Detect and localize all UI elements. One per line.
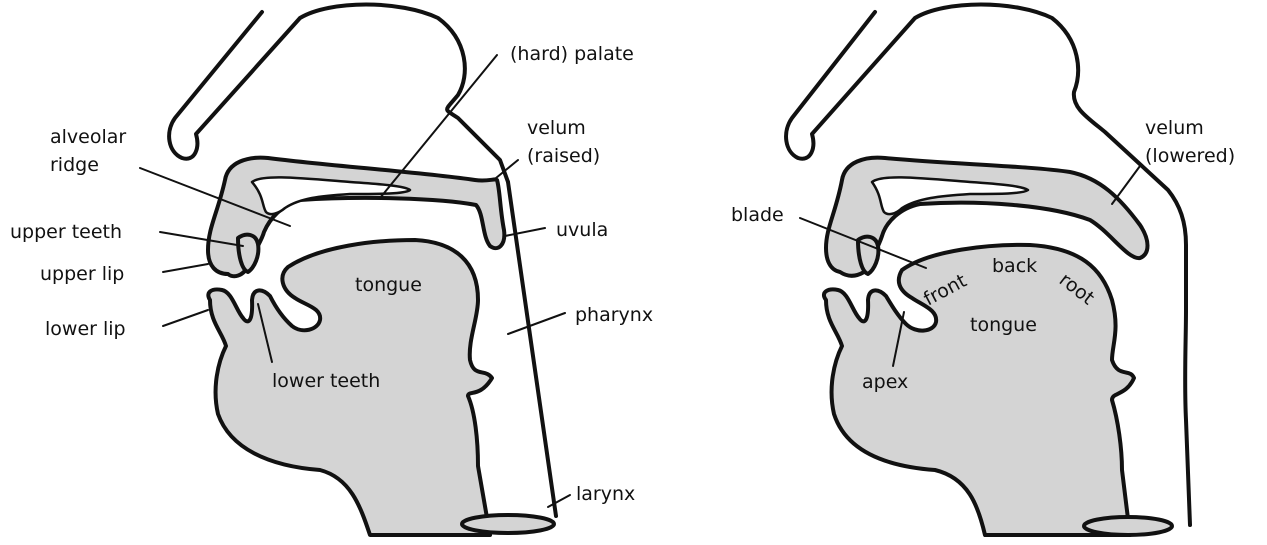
- left-nasal-outline: [169, 5, 508, 183]
- label-alveolar-ridge-line2: ridge: [50, 154, 99, 176]
- label-alveolar-ridge-line1: alveolar: [50, 126, 126, 148]
- label-blade: blade: [731, 204, 784, 226]
- label-pharynx: pharynx: [575, 304, 653, 326]
- leader-uvula: [505, 228, 545, 236]
- leader-lower-lip: [163, 310, 208, 326]
- label-upper-teeth: upper teeth: [10, 221, 122, 243]
- label-tongue-left: tongue: [355, 274, 422, 296]
- label-velum-lowered: (lowered): [1145, 145, 1235, 167]
- label-velum: velum: [527, 117, 586, 139]
- left-vocal-tract-diagram: (hard) palate alveolar ridge velum (rais…: [10, 5, 653, 536]
- label-apex: apex: [862, 371, 908, 393]
- label-hard-palate: (hard) palate: [510, 43, 634, 65]
- left-pharynx-wall: [508, 182, 556, 516]
- label-velum-raised: (raised): [527, 145, 600, 167]
- leader-pharynx: [508, 313, 565, 334]
- label-lower-teeth: lower teeth: [272, 370, 380, 392]
- right-larynx-ring: [1084, 517, 1172, 535]
- left-larynx-ring: [462, 515, 554, 533]
- label-velum-right: velum: [1145, 117, 1204, 139]
- label-tongue-right: tongue: [970, 314, 1037, 336]
- leader-upper-lip: [163, 264, 208, 272]
- left-upper-teeth: [238, 235, 258, 272]
- leader-velum-lowered: [1112, 166, 1140, 204]
- label-back: back: [992, 255, 1037, 277]
- label-upper-lip: upper lip: [40, 263, 124, 285]
- right-vocal-tract-diagram: velum (lowered) blade front back root to…: [731, 5, 1235, 536]
- label-uvula: uvula: [556, 219, 608, 241]
- label-lower-lip: lower lip: [45, 318, 126, 340]
- label-larynx: larynx: [576, 483, 635, 505]
